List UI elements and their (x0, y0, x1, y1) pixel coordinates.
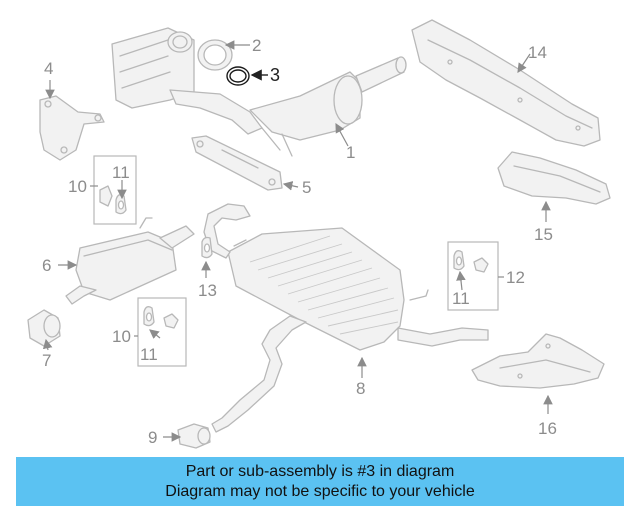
callout-arrows (42, 40, 553, 442)
gasket-part-3-highlighted[interactable] (226, 66, 250, 86)
exhaust-parts-diagram: 1 2 3 4 5 6 7 8 9 10 10 11 11 11 12 13 1… (27, 19, 611, 449)
bracket-part-4 (39, 95, 105, 161)
catalytic-converter-assembly (111, 27, 407, 157)
resonator-part-6 (65, 217, 195, 305)
callout-9: 9 (148, 428, 157, 447)
gasket-part-2 (197, 39, 233, 71)
callout-13: 13 (198, 281, 217, 300)
hanger-group-10-11-upper (93, 155, 137, 225)
callout-14: 14 (528, 43, 547, 62)
bracket-part-5 (191, 135, 283, 191)
heat-shield-part-14 (411, 19, 601, 147)
callout-12: 12 (506, 268, 525, 287)
callout-11-right: 11 (452, 289, 470, 308)
callout-6: 6 (42, 256, 51, 275)
callout-16: 16 (538, 419, 557, 438)
clamp-part-9 (177, 423, 211, 449)
callout-1: 1 (346, 143, 355, 162)
banner-line-2: Diagram may not be specific to your vehi… (165, 482, 475, 500)
clamp-part-7 (27, 309, 61, 347)
muffler-part-8 (203, 203, 489, 433)
hanger-group-11-12 (447, 241, 499, 311)
callout-3[interactable]: 3 (270, 65, 280, 85)
hanger-group-10-11-lower (137, 297, 187, 367)
callout-4: 4 (44, 59, 53, 78)
callout-11-upper: 11 (112, 163, 130, 182)
callout-10-lower: 10 (112, 327, 131, 346)
heat-shield-part-16 (471, 333, 605, 389)
callout-7: 7 (42, 351, 51, 370)
callout-11-lower: 11 (140, 345, 158, 364)
info-banner: Part or sub-assembly is #3 in diagram Di… (16, 457, 624, 506)
callout-2: 2 (252, 36, 261, 55)
callout-8: 8 (356, 379, 365, 398)
banner-line-1: Part or sub-assembly is #3 in diagram (185, 462, 455, 480)
hanger-part-13 (201, 236, 213, 259)
callout-5: 5 (302, 178, 311, 197)
callout-15: 15 (534, 225, 553, 244)
heat-shield-part-15 (497, 151, 611, 205)
callout-10-upper: 10 (68, 177, 87, 196)
